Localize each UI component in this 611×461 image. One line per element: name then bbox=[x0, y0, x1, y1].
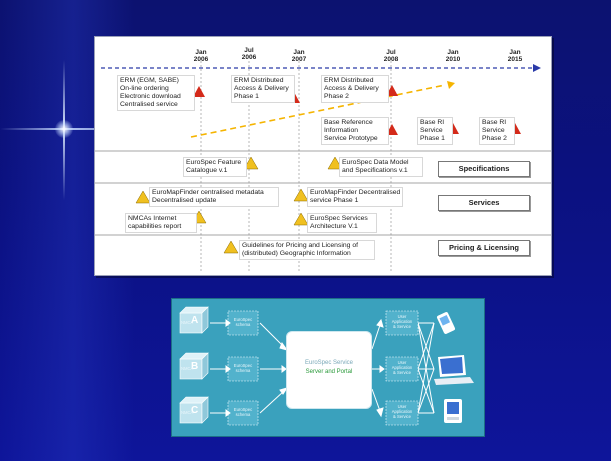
source-label: NMCA bbox=[181, 410, 194, 415]
user-app-box-2 bbox=[385, 356, 419, 382]
deliverable-services-architecture: EuroSpec Services Architecture V.1 bbox=[307, 213, 377, 233]
schema-box-2 bbox=[227, 356, 259, 382]
source-letter-c: C bbox=[191, 405, 199, 416]
deliverable-marker-emf-decentralised bbox=[293, 188, 309, 202]
server-subtitle: Server and Portal bbox=[305, 369, 353, 375]
deliverable-emf-centralised: EuroMapFinder centralised metadata Decen… bbox=[149, 187, 279, 207]
milestone-marker-3 bbox=[386, 85, 398, 96]
year-label: Jul 2008 bbox=[383, 49, 399, 63]
eurospec-server-box: EuroSpec Service Server and Portal bbox=[286, 331, 372, 409]
source-letter-a: A bbox=[191, 315, 199, 326]
deliverable-marker-emf-centralised bbox=[135, 190, 151, 204]
deliverable-feature-catalogue: EuroSpec Feature Catalogue v.1 bbox=[183, 157, 247, 177]
source-label: NMCA bbox=[181, 320, 194, 325]
schema-label: EuroSpec schema bbox=[233, 363, 253, 373]
user-app-label: User Application & Service bbox=[391, 360, 413, 375]
milestone-base-ri-phase1: Base RI Service Phase 1 bbox=[417, 117, 453, 145]
user-app-box-3 bbox=[385, 400, 419, 426]
deliverable-emf-decentralised: EuroMapFinder Decentralised service Phas… bbox=[307, 187, 403, 207]
source-cube-c bbox=[179, 396, 209, 424]
year-label: Jan 2010 bbox=[445, 49, 461, 63]
timeline-arrowhead bbox=[533, 64, 541, 72]
deliverable-data-model: EuroSpec Data Model and Specifications v… bbox=[339, 157, 423, 177]
deliverable-marker-pricing-guidelines bbox=[223, 240, 239, 254]
trend-arrowhead bbox=[447, 81, 455, 89]
milestone-erm-centralised: ERM (EGM, SABE) On-line ordering Electro… bbox=[117, 75, 195, 111]
lens-flare-core bbox=[55, 120, 73, 138]
milestone-erm-phase2: ERM Distributed Access & Delivery Phase … bbox=[321, 75, 389, 103]
deliverable-pricing-guidelines: Guidelines for Pricing and Licensing of … bbox=[239, 240, 375, 260]
deliverable-marker-services-architecture bbox=[293, 212, 309, 226]
source-cube-a bbox=[179, 306, 209, 334]
deliverable-marker-data-model bbox=[327, 156, 343, 170]
source-cube-b bbox=[179, 352, 209, 380]
schema-label: EuroSpec schema bbox=[233, 317, 253, 327]
user-app-box-1 bbox=[385, 310, 419, 336]
year-label: Jan 2015 bbox=[507, 49, 523, 63]
deliverable-marker-feature-catalogue bbox=[243, 156, 259, 170]
year-label: Jul 2006 bbox=[241, 47, 257, 61]
deliverable-nmca-report: NMCAs Internet capabilities report bbox=[125, 213, 197, 233]
lane-label-services: Services bbox=[438, 195, 530, 211]
server-title: EuroSpec Service bbox=[304, 360, 354, 366]
architecture-diagram-panel: A B C NMCA NMCA NMCA EuroSpec schema Eur… bbox=[171, 298, 485, 437]
milestone-marker-4 bbox=[386, 124, 398, 135]
milestone-base-ri-phase2: Base RI Service Phase 2 bbox=[479, 117, 515, 145]
laptop-icon bbox=[434, 355, 474, 385]
source-label: NMCA bbox=[181, 366, 194, 371]
lane-label-specifications: Specifications bbox=[438, 161, 530, 177]
phone-icon bbox=[436, 312, 456, 334]
milestone-marker-1 bbox=[193, 86, 205, 97]
pda-icon bbox=[444, 399, 462, 423]
user-app-label: User Application & Service bbox=[391, 314, 413, 329]
milestone-base-ri-prototype: Base Reference Information Service Proto… bbox=[321, 117, 389, 145]
year-label: Jan 2007 bbox=[291, 49, 307, 63]
roadmap-timeline-panel: Jan 2006 Jul 2006 Jan 2007 Jul 2008 Jan … bbox=[94, 36, 552, 276]
user-app-label: User Application & Service bbox=[391, 404, 413, 419]
schema-label: EuroSpec schema bbox=[233, 407, 253, 417]
year-label: Jan 2006 bbox=[193, 49, 209, 63]
milestone-erm-phase1: ERM Distributed Access & Delivery Phase … bbox=[231, 75, 295, 103]
source-letter-b: B bbox=[191, 361, 199, 372]
schema-box-1 bbox=[227, 310, 259, 336]
architecture-graphics bbox=[179, 306, 474, 426]
lane-label-pricing-licensing: Pricing & Licensing bbox=[438, 240, 530, 256]
trend-arrow-line bbox=[190, 84, 446, 138]
